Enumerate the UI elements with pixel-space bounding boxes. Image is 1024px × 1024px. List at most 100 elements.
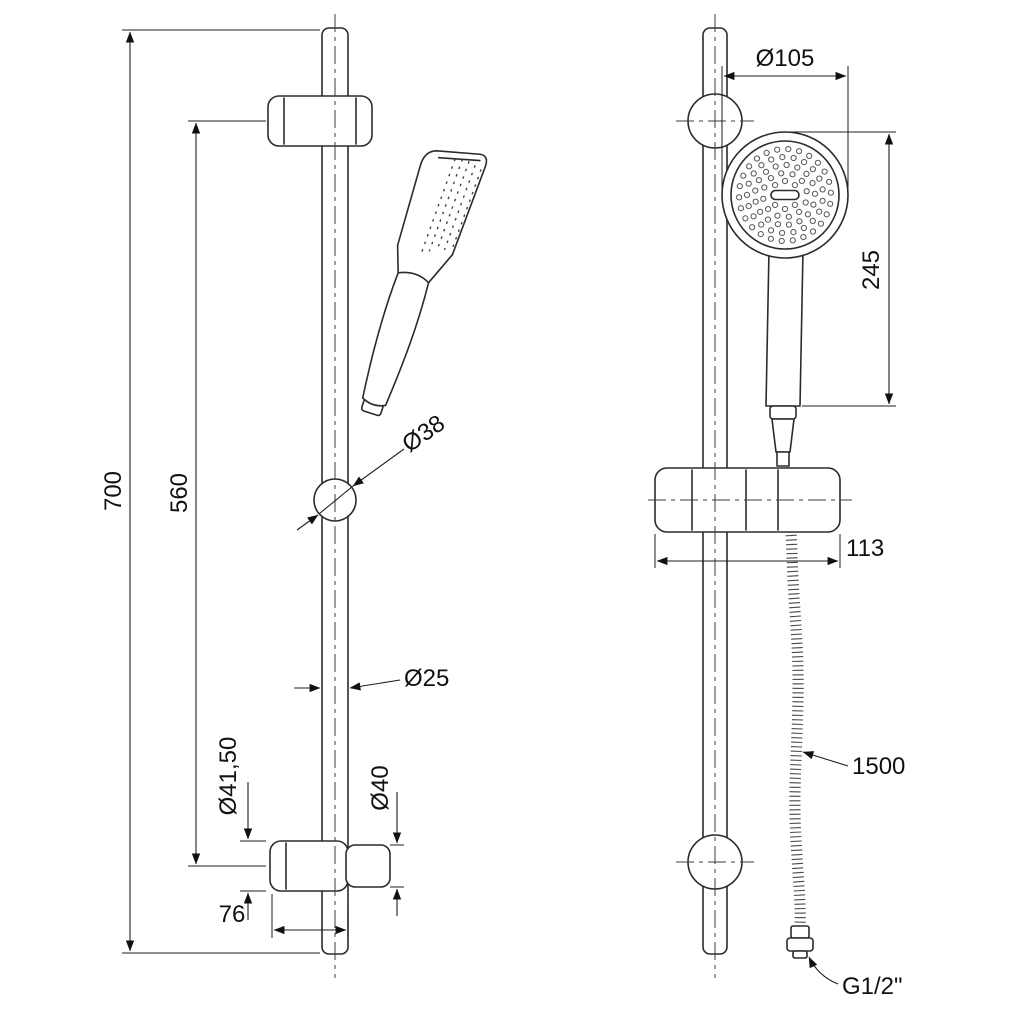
nozzle-dot <box>817 220 825 227</box>
hose-rib <box>790 628 802 631</box>
dim-hose-length: 1500 <box>802 751 905 780</box>
bottom-holder-body <box>269 840 349 892</box>
nozzle-dot <box>800 234 807 241</box>
hose-rib <box>791 638 803 640</box>
nozzle-dot <box>803 170 810 177</box>
nozzle-dot <box>798 177 806 184</box>
nozzle-field <box>736 146 835 244</box>
nozzle-dot <box>781 177 789 185</box>
front-view-dimensions: Ø105 245 113 1500 G1/2" <box>654 45 905 1000</box>
hose-rib <box>789 611 801 613</box>
dim-label-700: 700 <box>100 471 127 511</box>
hose-rib <box>785 534 797 537</box>
nozzle-dot <box>752 198 759 205</box>
nozzle-dot <box>752 187 759 194</box>
hose-rib <box>787 579 799 582</box>
diameter-chord <box>318 485 354 515</box>
dim-head-diameter: Ø105 <box>721 45 849 188</box>
front-view <box>648 14 852 978</box>
nozzle-dot <box>790 229 797 236</box>
hose-collar <box>776 451 790 467</box>
dim-handshower-length: 245 <box>790 131 896 407</box>
nozzle-dot <box>757 208 764 215</box>
nozzle-dot <box>827 200 834 207</box>
fitting-sleeve <box>790 925 810 939</box>
nozzle-dot <box>796 208 803 215</box>
dim-label-g12: G1/2" <box>842 973 903 1000</box>
hose-rib <box>787 588 800 591</box>
nozzle-dot <box>801 159 808 166</box>
nozzle-dot <box>796 218 803 225</box>
nozzle-dot <box>740 172 747 179</box>
hose-end-fitting <box>786 925 814 959</box>
handshower-face-edge <box>437 156 481 162</box>
bottom-holder-side <box>269 840 391 892</box>
hose-cone <box>771 418 795 453</box>
dim-bracket-width: 113 <box>654 534 884 568</box>
leader-line <box>296 514 319 531</box>
hose-rib <box>789 831 802 834</box>
hose-rib <box>789 615 801 618</box>
nozzle-dot <box>823 211 830 218</box>
leader-line <box>349 679 401 691</box>
hose-rib <box>787 584 799 586</box>
hose-rib <box>790 835 802 838</box>
nozzle-dot <box>806 152 813 159</box>
hose-rib <box>793 889 805 892</box>
hose-rib <box>793 880 805 883</box>
dim-label-245: 245 <box>858 250 885 290</box>
nozzle-dot <box>758 162 765 169</box>
nozzle-dot <box>765 206 772 213</box>
hose-rib <box>791 862 804 865</box>
nozzle-dot <box>800 224 808 232</box>
hose-rib <box>788 593 800 595</box>
handshower-handle <box>765 249 804 407</box>
nozzle-dot <box>736 194 743 201</box>
nozzle-dot <box>796 148 803 155</box>
nozzle-dot <box>804 211 812 218</box>
hose-rib <box>792 867 804 870</box>
leader-line <box>352 448 405 487</box>
dim-holder-spacing: 560 <box>166 120 266 867</box>
nozzle-dot <box>789 237 796 244</box>
nozzle-dot <box>811 190 819 197</box>
leader-line <box>802 751 849 767</box>
nozzle-dot <box>758 221 765 228</box>
nozzle-dot <box>809 180 816 187</box>
nozzle-dot <box>779 229 786 236</box>
nozzle-dot <box>757 231 764 238</box>
dim-label-76: 76 <box>219 901 246 928</box>
nozzle-dot <box>819 197 826 204</box>
dim-holder-inner-diameter: Ø40 <box>367 765 404 916</box>
nozzle-dot <box>809 228 817 235</box>
dim-label-d25: Ø25 <box>404 665 449 692</box>
nozzle-dot <box>790 154 797 162</box>
nozzle-dot <box>764 216 772 223</box>
nozzle-dot <box>794 164 801 171</box>
hose-rib <box>793 894 806 897</box>
dim-label-d41-50: Ø41,50 <box>215 737 242 816</box>
nozzle-dot <box>737 205 745 212</box>
nozzle-dot <box>827 189 835 196</box>
dim-holder-outer-diameter: Ø41,50 <box>215 737 266 920</box>
hose-rib <box>791 647 803 649</box>
nozzle-dot <box>783 161 790 169</box>
dim-label-113: 113 <box>846 535 884 562</box>
nozzle-dot <box>816 208 823 215</box>
hose-rib <box>792 876 805 879</box>
nozzle-dot <box>749 224 756 231</box>
nozzle-dot <box>772 201 779 208</box>
hose-rib <box>787 575 799 577</box>
top-holder-body <box>267 95 373 147</box>
head-center-slot <box>770 189 800 201</box>
hose-rib <box>791 656 804 658</box>
nozzle-dot <box>743 191 751 198</box>
nozzle-dot <box>814 159 822 166</box>
hose-rib <box>788 597 800 600</box>
nozzle-dot <box>774 146 781 153</box>
dim-label-1500: 1500 <box>852 753 905 780</box>
top-holder-side <box>267 95 373 147</box>
hose-rib <box>791 858 803 861</box>
